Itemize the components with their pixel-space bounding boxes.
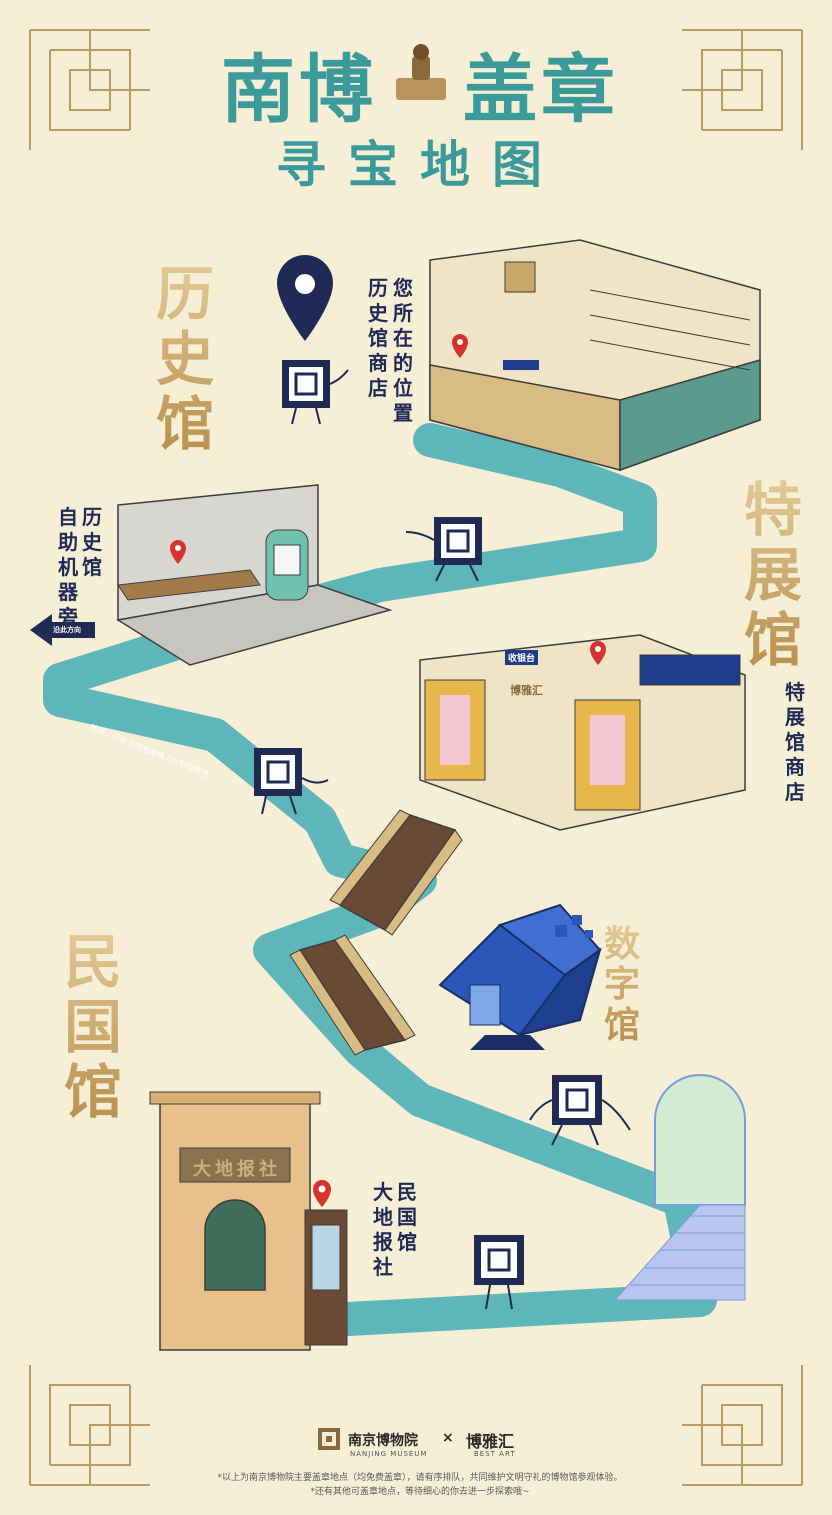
hall-name-history: 历 史 馆 <box>150 262 220 457</box>
title-part-2: 盖章 <box>463 47 619 133</box>
footer-museum-name: 南京博物院 <box>348 1433 418 1449</box>
label-newspaper-office: 大 地 报 社 <box>373 1180 393 1279</box>
special-shop-illustration <box>419 634 746 831</box>
footer-partner-english: BEST ART <box>474 1450 516 1458</box>
mascot-3-icon <box>254 748 329 815</box>
mascot-1-icon <box>282 360 349 425</box>
stamp-icon <box>396 44 446 100</box>
newspaper-building-illustration <box>149 1091 348 1351</box>
route-path <box>43 423 717 1337</box>
digital-hall-cube-illustration <box>438 903 602 1050</box>
location-pin-newspaper-icon <box>313 1180 331 1207</box>
footer-separator: × <box>442 1430 454 1446</box>
history-machine-illustration <box>115 484 393 666</box>
mascot-2-icon <box>405 517 482 582</box>
direction-sign: 沿此方向 <box>53 626 81 634</box>
hall-name-republic: 民 国 馆 <box>58 930 128 1125</box>
mascot-5-icon <box>474 1235 524 1310</box>
museum-logo-icon <box>318 1428 340 1450</box>
poster-title: 南博盖章 <box>170 30 670 137</box>
location-pin-history-shop-icon <box>452 334 468 358</box>
location-pin-special-shop-icon <box>590 641 606 665</box>
cashier-sign: 收银台 <box>505 650 539 665</box>
newspaper-building-sign: 大地报社 <box>193 1159 281 1180</box>
hall-name-special: 特 展 馆 <box>738 478 808 673</box>
history-shop-illustration <box>429 239 761 472</box>
corner-ornament-top-left <box>29 29 150 150</box>
label-special-shop: 特 展 馆 商 店 <box>785 680 805 804</box>
label-history-hall-machine-hall: 历 史 馆 <box>82 505 102 579</box>
corner-ornament-bottom-left <box>29 1365 150 1486</box>
corner-ornament-top-right <box>682 29 803 150</box>
hall-name-digital: 数 字 馆 <box>600 924 644 1046</box>
shop-brand-sign: 博雅汇 <box>510 684 543 697</box>
title-part-1: 南博 <box>221 47 377 133</box>
escalator-upper <box>329 809 463 936</box>
label-you-are-here: 您 所 在 的 位 置 <box>393 276 413 425</box>
corner-ornament-bottom-right <box>682 1365 803 1486</box>
footer-note-2: *还有其他可盖章地点，等待细心的你去进一步探索哦~ <box>310 1487 530 1497</box>
poster-subtitle: 寻宝地图 <box>276 136 564 194</box>
direction-arrow-icon <box>30 614 95 646</box>
footer-museum-english: NANJING MUSEUM <box>350 1450 428 1458</box>
label-newspaper-hall: 民 国 馆 <box>397 1180 417 1254</box>
mascot-4-icon <box>529 1075 631 1146</box>
label-history-shop: 历 史 馆 商 店 <box>368 276 388 400</box>
footer-partner-name: 博雅汇 <box>466 1432 515 1451</box>
arch-stairs-illustration <box>613 1074 746 1301</box>
footer-note-1: *以上为南京博物院主要盖章地点（均免费盖章），请有序排队，共同维护文明守礼的博物… <box>217 1473 623 1483</box>
label-history-self-service-machine: 自 助 机 器 旁 <box>58 505 78 629</box>
escalator-lower <box>289 934 416 1056</box>
you-are-here-pin-icon <box>277 255 333 341</box>
location-pin-history-machine-icon <box>170 540 186 564</box>
